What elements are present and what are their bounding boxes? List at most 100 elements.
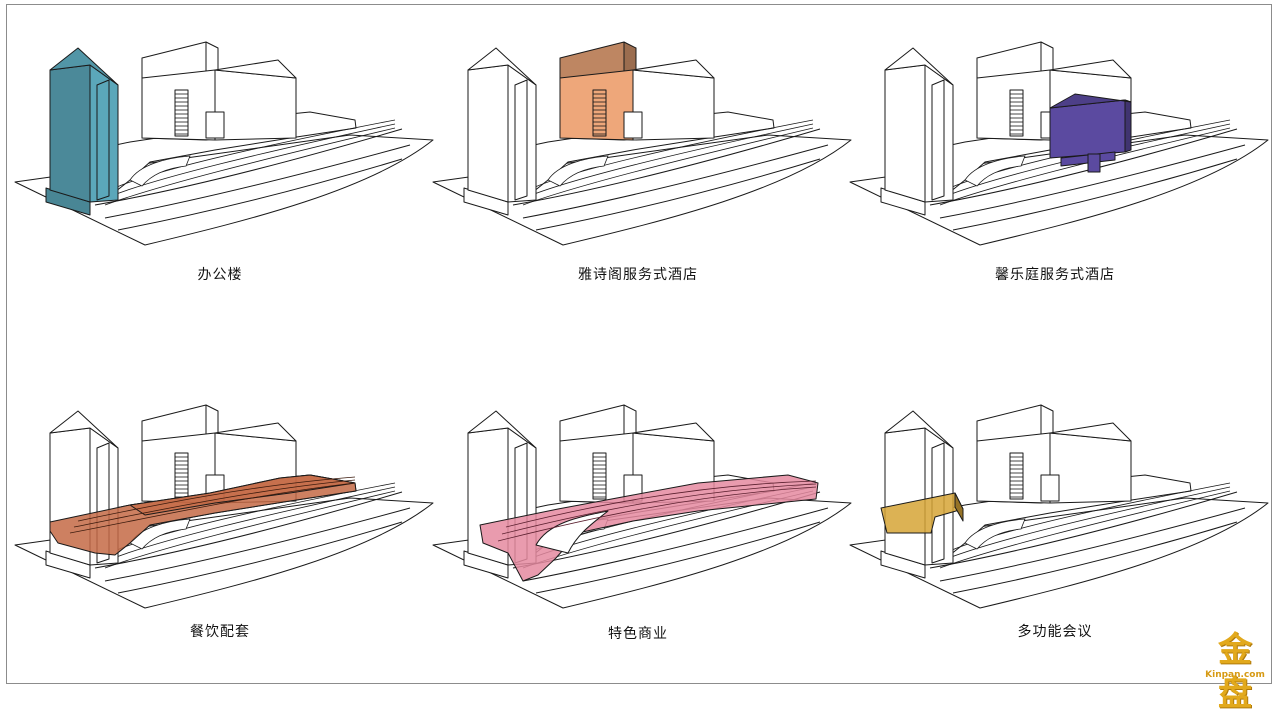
stair-core <box>174 89 189 137</box>
retail-floor-line <box>505 480 817 528</box>
retail-cutout <box>535 510 609 554</box>
tower-roof <box>884 47 954 86</box>
road-edge <box>939 144 1246 219</box>
midrise-notch <box>205 111 225 139</box>
courtyard <box>547 155 609 187</box>
tower-front <box>884 427 926 566</box>
podium-terrace <box>945 486 1231 560</box>
tower-side <box>924 64 954 203</box>
site-plate <box>432 134 852 246</box>
tower-fin <box>931 79 945 201</box>
dining-floor-line <box>77 476 356 522</box>
podium-terrace <box>110 486 396 560</box>
caption-retail: 特色商业 <box>608 626 668 642</box>
podium-terrace <box>104 127 396 206</box>
midrise-roof <box>1049 59 1132 79</box>
tower-roof <box>49 47 119 86</box>
massing-diagram-office <box>14 41 434 246</box>
tower-fin <box>96 79 110 201</box>
tower-front <box>467 64 509 203</box>
cube-roof <box>1049 93 1132 109</box>
podium-terrace <box>110 123 396 197</box>
courtyard <box>964 518 1026 550</box>
tower-front <box>49 64 91 203</box>
midrise-notch <box>623 111 643 139</box>
stair-core <box>1009 452 1024 500</box>
midrise-roof <box>1049 422 1132 442</box>
courtyard <box>964 155 1026 187</box>
road-edge <box>535 158 821 231</box>
site-plate <box>849 497 1269 609</box>
podium-terrace <box>528 123 814 197</box>
midrise-roof <box>214 59 297 79</box>
tower-roof <box>467 410 537 449</box>
road-edge <box>104 507 411 582</box>
stair-core <box>592 89 607 137</box>
site-plate <box>14 497 434 609</box>
dining-floor-line <box>73 479 356 528</box>
tower-roof <box>467 47 537 86</box>
road-edge <box>929 128 1238 206</box>
midrise-roof <box>214 422 297 442</box>
road-edge <box>522 144 829 219</box>
site-plate <box>432 497 852 609</box>
midrise-roof <box>632 59 715 79</box>
stair-core <box>592 452 607 500</box>
site-plate <box>849 134 1269 246</box>
panel-conference: 多功能会议 <box>845 383 1269 713</box>
kinpan-logo: 金盘 Kinpan.com <box>1198 628 1272 714</box>
road-edge <box>512 128 821 206</box>
tower-side <box>89 64 119 203</box>
caption-conference: 多功能会议 <box>1017 624 1093 640</box>
tower-side <box>507 64 537 203</box>
road-edge <box>952 158 1238 231</box>
road-edge <box>522 507 829 582</box>
road-edge <box>535 521 821 594</box>
podium-terrace <box>945 123 1231 197</box>
midrise-roof <box>632 422 715 442</box>
road-edge <box>929 491 1238 569</box>
road-edge <box>117 158 403 231</box>
road-edge <box>94 491 403 569</box>
conference-side <box>954 492 964 522</box>
massing-diagram-retail <box>432 404 852 609</box>
site-plate <box>14 134 434 246</box>
massing-diagram-yashige <box>432 41 852 246</box>
midrise-wing <box>214 69 297 141</box>
panel-xinleting: 馨乐庭服务式酒店 <box>845 20 1269 350</box>
tower-roof <box>49 410 119 449</box>
panel-yashige: 雅诗阁服务式酒店 <box>428 20 852 350</box>
road-edge <box>104 144 411 219</box>
stair-core <box>174 452 189 500</box>
logo-url: Kinpan.com <box>1205 670 1265 680</box>
massing-diagram-xinleting <box>849 41 1269 246</box>
stair-core <box>1009 89 1024 137</box>
cube-neck <box>1087 153 1101 173</box>
tower-roof <box>884 410 954 449</box>
retail-mass <box>479 474 819 582</box>
logo-mark: 金盘 <box>1218 630 1252 714</box>
podium-terrace <box>939 127 1231 206</box>
panel-office: 办公楼 <box>10 20 434 350</box>
massing-diagram-conference <box>849 404 1269 609</box>
courtyard <box>129 155 191 187</box>
cube-front <box>1049 99 1126 159</box>
road-edge <box>939 507 1246 582</box>
road-edge <box>952 521 1238 594</box>
caption-yashige: 雅诗阁服务式酒店 <box>578 267 698 283</box>
panel-retail: 特色商业 <box>428 383 852 713</box>
massing-diagram-dining <box>14 404 434 609</box>
dining-floor-line <box>69 482 356 534</box>
cube-side <box>1124 99 1132 153</box>
midrise-wing <box>1049 432 1132 504</box>
podium-terrace <box>104 490 396 569</box>
podium-terrace <box>522 127 814 206</box>
midrise-notch <box>1040 474 1060 502</box>
podium-terrace <box>939 490 1231 569</box>
caption-xinleting: 馨乐庭服务式酒店 <box>995 267 1115 283</box>
retail-floor-line <box>501 483 817 535</box>
road-edge <box>94 128 403 206</box>
caption-dining: 餐饮配套 <box>190 624 250 640</box>
road-edge <box>117 521 403 594</box>
panel-dining: 餐饮配套 <box>10 383 434 713</box>
